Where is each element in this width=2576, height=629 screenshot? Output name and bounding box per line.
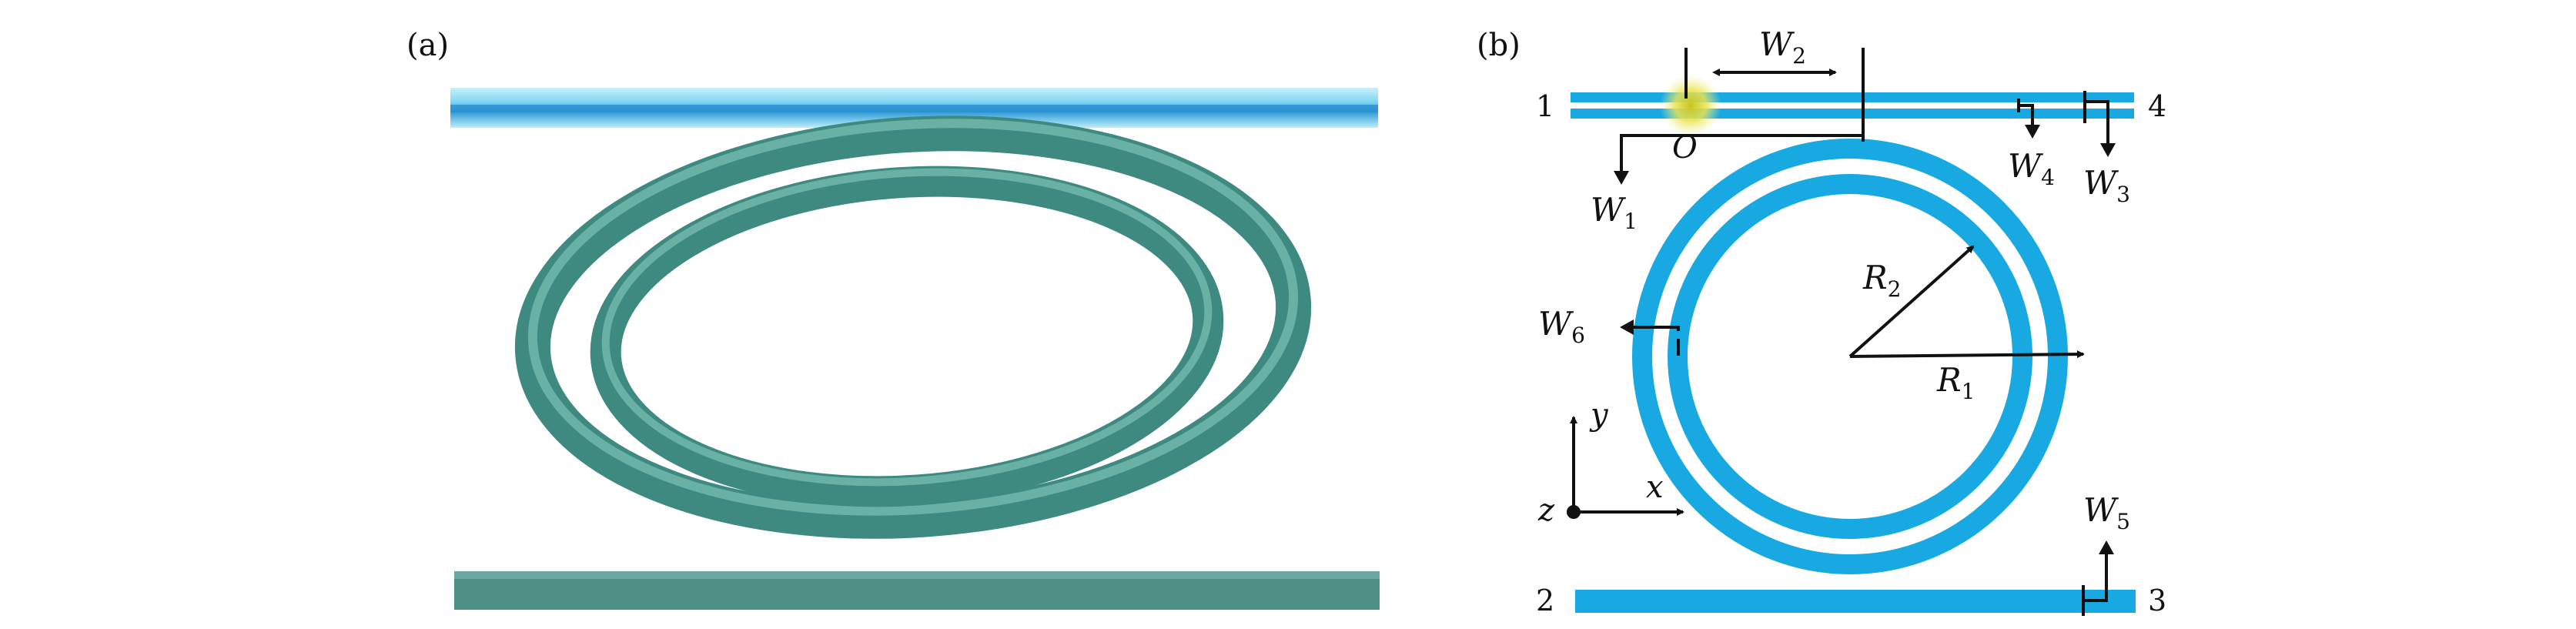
inner-ring xyxy=(1668,174,2032,539)
w1-label: W1 xyxy=(1591,191,1638,234)
bottom-bus-waveguide xyxy=(1575,590,2136,613)
inner-ring-3d xyxy=(590,166,1224,507)
w4-label: W4 xyxy=(2008,147,2055,190)
top-bus-waveguide xyxy=(1571,92,2134,119)
w2-label: W2 xyxy=(1759,25,1806,69)
r2-label: R2 xyxy=(1862,259,1901,302)
w6-label: W6 xyxy=(1538,305,1585,348)
w5-leader xyxy=(2082,553,2108,616)
w3-label: W3 xyxy=(2083,164,2130,207)
w1-leader xyxy=(1620,134,1863,174)
panel-b: (b) 1 4 2 3 O W2 W1 xyxy=(1477,25,2166,617)
r1-label: R1 xyxy=(1936,361,1975,404)
bottom-waveguide-3d xyxy=(454,571,1380,610)
outer-ring-3d xyxy=(514,115,1312,539)
port-1-label: 1 xyxy=(1536,89,1554,123)
r2-arrow xyxy=(1848,245,1975,358)
w2-dimension xyxy=(1684,48,1865,142)
r1-arrow xyxy=(1849,350,2085,359)
panel-a: (a) xyxy=(406,28,1380,610)
panel-b-label: (b) xyxy=(1477,28,1521,63)
w3-leader xyxy=(2083,91,2109,145)
origin-glow xyxy=(1660,75,1721,136)
port-4-label: 4 xyxy=(2148,89,2166,123)
outer-ring xyxy=(1632,139,2068,574)
axis-z-label: z xyxy=(1537,493,1555,528)
port-2-label: 2 xyxy=(1536,584,1554,617)
w4-leader xyxy=(2017,99,2034,128)
coordinate-axes: y x z xyxy=(1537,397,1684,528)
port-3-label: 3 xyxy=(2148,584,2166,617)
panel-a-label: (a) xyxy=(406,28,449,63)
w6-leader xyxy=(1631,326,1680,356)
w5-label: W5 xyxy=(2083,491,2130,534)
axis-x-label: x xyxy=(1646,470,1664,505)
axis-y-label: y xyxy=(1589,397,1609,433)
